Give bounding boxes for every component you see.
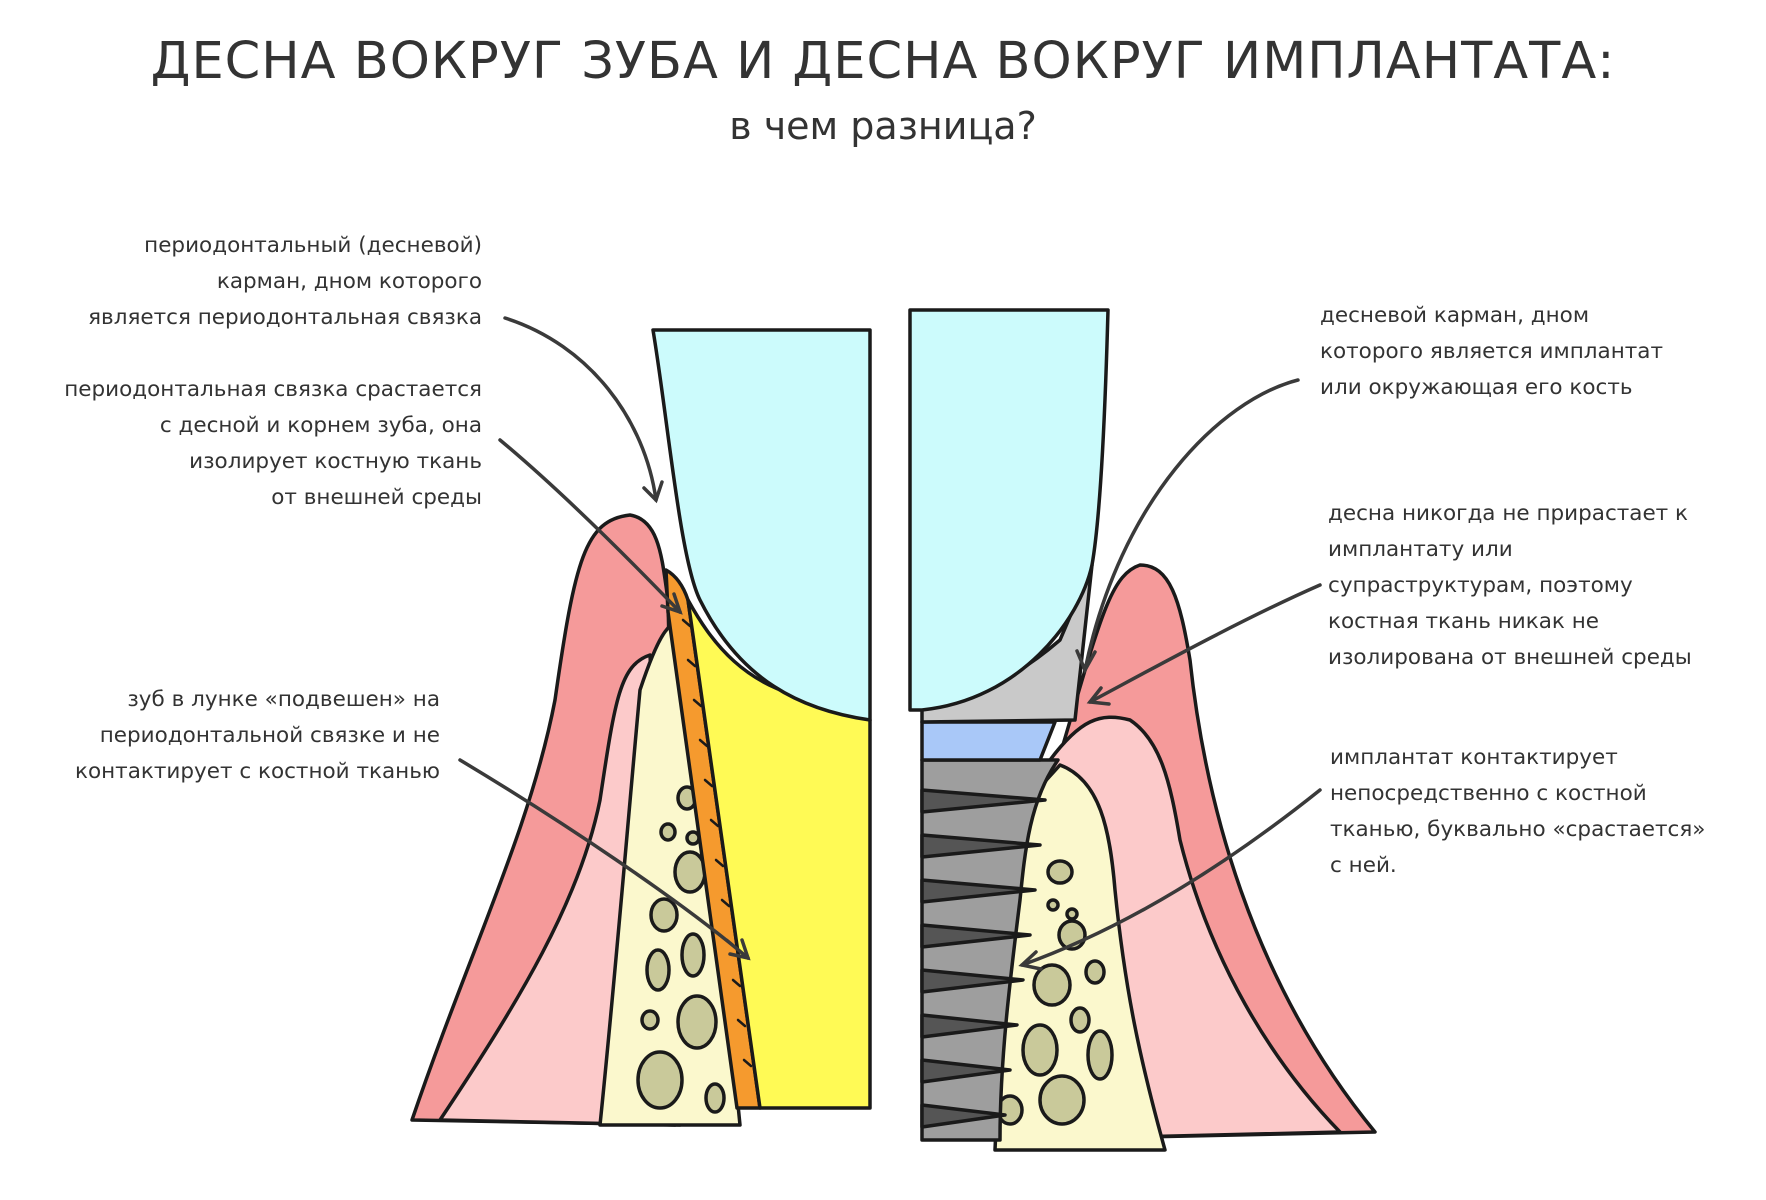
natural-tooth-illustration [410,328,872,1127]
label-tooth-pocket: периодонтальный (десневой) карман, дном … [88,233,482,330]
implant-bone-pores [996,859,1114,1126]
label-tooth-suspended: зуб в лунке «подвешен» на периодонтально… [74,687,440,784]
tooth-bone-pores [636,785,726,1114]
implant-abutment-ring [920,720,1057,762]
label-ligament-seal: периодонтальная связка срастается с десн… [64,377,482,510]
implant-crown [908,308,1110,712]
arrow-osseointegration [1020,788,1322,967]
page-title: ДЕСНА ВОКРУГ ЗУБА И ДЕСНА ВОКРУГ ИМПЛАНТ… [150,32,1616,91]
periodontal-ligament [664,568,762,1110]
arrow-tooth-pocket [503,316,658,502]
implant-threads [920,788,1047,1129]
tooth-crown [651,328,872,722]
arrow-implant-pocket [1083,378,1300,672]
page-subtitle: в чем разница? [729,104,1037,148]
label-implant-pocket: десневой карман, дном которого является … [1320,303,1663,400]
arrow-ligament-seal [498,438,682,614]
label-osseointegration: имплантат контактирует непосредственно с… [1330,745,1706,878]
arrow-no-attachment [1088,583,1322,704]
arrow-tooth-suspended [458,758,750,960]
implant-illustration [908,308,1377,1152]
annotation-arrows [458,316,1322,971]
label-no-attachment: десна никогда не прирастает к имплантату… [1328,501,1692,670]
